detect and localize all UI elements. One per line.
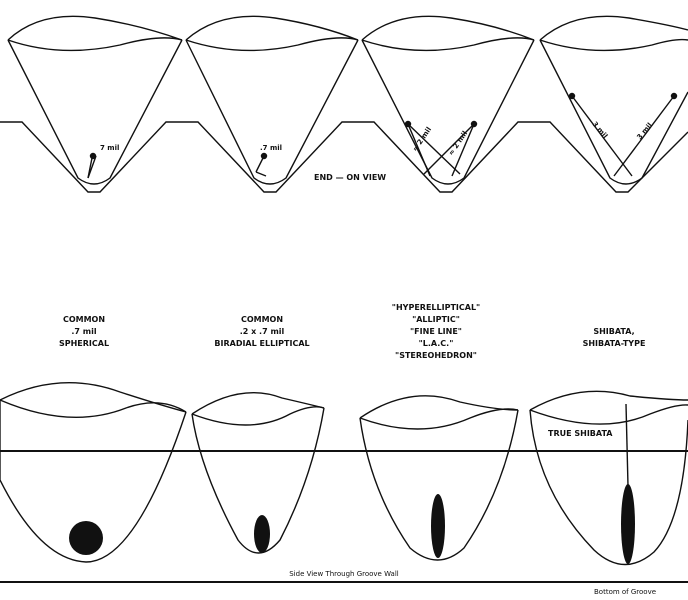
type2-line3: BIRADIAL ELLIPTICAL [214,339,309,348]
type1-line1: COMMON [63,315,105,324]
stylus-2-center-dot [260,152,268,160]
type2-line1: COMMON [241,315,283,324]
contact-patch-spherical [69,521,103,555]
stylus-4-left-center [568,92,576,100]
type3-line5: "STEREOHEDRON" [395,351,477,360]
type3-line4: "L.A.C." [419,339,454,348]
type1-line2: .7 mil [71,327,96,336]
stylus-2-side-view [191,392,325,554]
stylus-1-end-view [7,15,183,185]
stylus-4-end-view [539,15,688,185]
stylus-1-radius-label: 7 mil [100,144,119,152]
groove-profile [0,121,688,193]
stylus-1-side-view [0,381,187,563]
type4-line1: SHIBATA, [593,327,634,336]
type3-line2: "ALLIPTIC" [412,315,460,324]
type3-line3: "FINE LINE" [410,327,462,336]
stylus-3-left-center [404,120,412,128]
stylus-4-side-view [529,390,688,566]
stylus-4-right-center [670,92,678,100]
stylus-1-center-dot [89,152,97,160]
true-shibata-label: TRUE SHIBATA [548,429,613,438]
stylus-3-right-center [470,120,478,128]
stylus-3-end-view [361,15,535,185]
type4-line2: SHIBATA-TYPE [583,339,646,348]
type3-line1: "HYPERELLIPTICAL" [392,303,480,312]
bottom-of-groove-label: Bottom of Groove [594,588,656,596]
stylus-4-radius-right-label: 3 mil [635,121,654,141]
stylus-2-end-view [185,15,359,185]
stylus-3-side-view [359,395,519,561]
contact-patch-hyperelliptical [431,494,445,558]
stylus-2-radius-label: .7 mil [260,144,282,152]
contact-patch-shibata [621,484,635,564]
end-on-view-caption: END — ON VIEW [314,173,386,182]
stylus-4-radius-left-label: 3 mil [590,120,609,140]
contact-patch-elliptical [254,515,270,553]
type1-line3: SPHERICAL [59,339,109,348]
side-view-caption: Side View Through Groove Wall [289,570,399,578]
type2-line2: .2 x .7 mil [240,327,285,336]
